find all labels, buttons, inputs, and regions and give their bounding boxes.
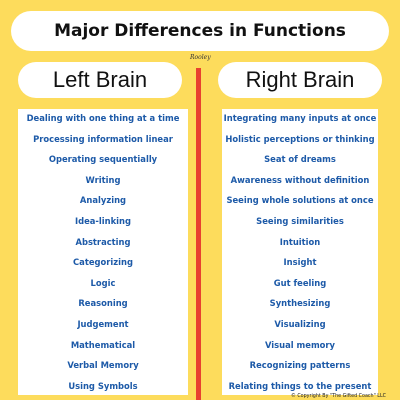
right-brain-item: Intuition: [279, 236, 321, 247]
right-brain-item: Seeing whole solutions at once: [226, 195, 374, 206]
left-brain-item: Logic: [90, 277, 116, 288]
left-brain-item: Mathematical: [70, 339, 136, 350]
left-brain-item: Analyzing: [79, 195, 127, 206]
left-brain-item: Abstracting: [75, 236, 131, 247]
right-brain-item: Integrating many inputs at once: [223, 113, 377, 123]
left-brain-item: Reasoning: [78, 298, 128, 309]
copyright-notice: © Copyright By "The Gifted Coach" LLC: [291, 394, 386, 399]
right-brain-item: Recognizing patterns: [249, 360, 351, 371]
right-brain-item: Visualizing: [274, 319, 326, 330]
left-brain-heading: Left Brain: [18, 62, 182, 98]
right-brain-heading: Right Brain: [218, 62, 382, 98]
right-brain-item: Seat of dreams: [264, 154, 336, 165]
left-brain-item: Processing information linear: [33, 133, 173, 144]
left-brain-item: Categorizing: [73, 257, 133, 268]
signature: Rooley: [190, 54, 211, 61]
left-brain-item: Idea-linking: [74, 216, 132, 227]
right-brain-item: Visual memory: [264, 339, 336, 350]
left-brain-item: Using Symbols: [68, 380, 138, 391]
right-brain-item: Relating things to the present: [228, 380, 372, 391]
right-brain-item: Gut feeling: [273, 277, 327, 288]
right-brain-item: Awareness without definition: [230, 174, 370, 185]
right-brain-item: Insight: [283, 257, 317, 268]
center-divider: [196, 68, 201, 400]
left-brain-item: Verbal Memory: [67, 360, 139, 371]
left-brain-item: Operating sequentially: [48, 154, 158, 165]
left-brain-item: Dealing with one thing at a time: [26, 113, 180, 123]
right-brain-item: Holistic perceptions or thinking: [225, 133, 375, 144]
right-brain-item: Synthesizing: [269, 298, 331, 309]
page-title: Major Differences in Functions: [11, 11, 389, 51]
right-brain-item: Seeing similarities: [256, 216, 344, 227]
left-brain-item: Judgement: [77, 319, 129, 330]
left-brain-item: Writing: [85, 174, 121, 185]
